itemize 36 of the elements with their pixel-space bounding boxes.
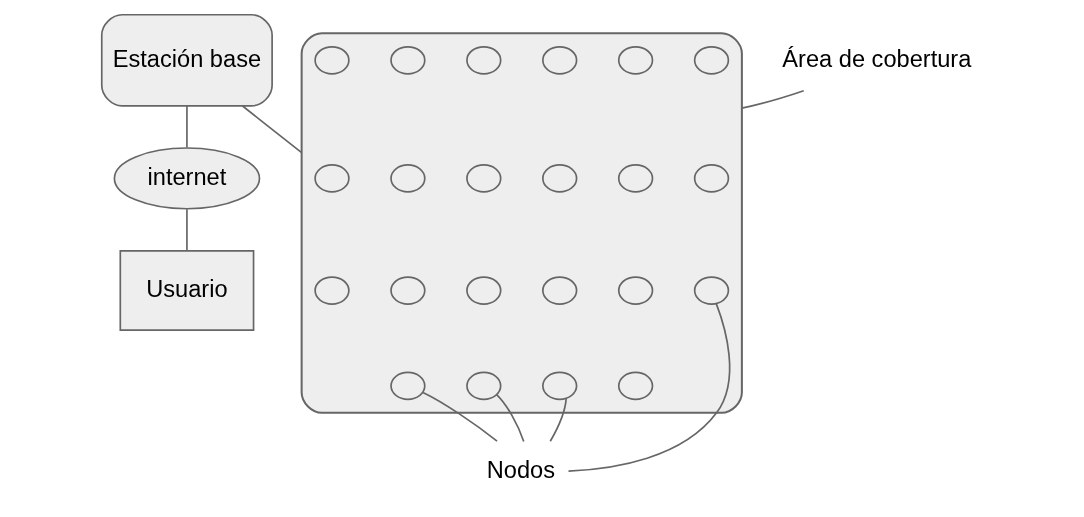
node-circle <box>617 371 654 401</box>
node-circle <box>466 371 502 401</box>
node-text: Área de cobertura <box>782 45 972 72</box>
node-circle <box>617 164 654 193</box>
connector <box>495 393 525 443</box>
node-circle <box>617 45 654 75</box>
node-circle <box>542 164 578 193</box>
node-circle <box>314 164 350 193</box>
node-circle <box>466 276 502 305</box>
connector <box>186 208 188 252</box>
node-circle <box>617 276 654 305</box>
node-circle <box>693 276 730 305</box>
node-circle <box>314 276 350 305</box>
node-ellipse: internet <box>113 147 261 210</box>
connector <box>567 302 731 472</box>
node-circle <box>390 164 426 193</box>
node-circle <box>542 276 578 305</box>
node-box: Usuario <box>119 250 255 332</box>
node-box: Estación base <box>100 13 273 107</box>
node-circle <box>693 45 730 75</box>
node-circle <box>693 164 730 193</box>
node-circle <box>542 371 578 401</box>
node-circle <box>390 45 426 75</box>
node-circle <box>390 371 426 401</box>
node-circle <box>390 276 426 305</box>
node-circle <box>466 45 502 75</box>
connector <box>422 391 498 443</box>
connector <box>241 105 303 154</box>
cluster <box>300 32 743 414</box>
node-circle <box>314 45 350 75</box>
node-circle <box>466 164 502 193</box>
connector <box>741 89 805 109</box>
connector <box>186 105 188 149</box>
node-text: Nodos <box>486 457 556 484</box>
connector <box>549 397 567 443</box>
node-circle <box>542 45 578 75</box>
